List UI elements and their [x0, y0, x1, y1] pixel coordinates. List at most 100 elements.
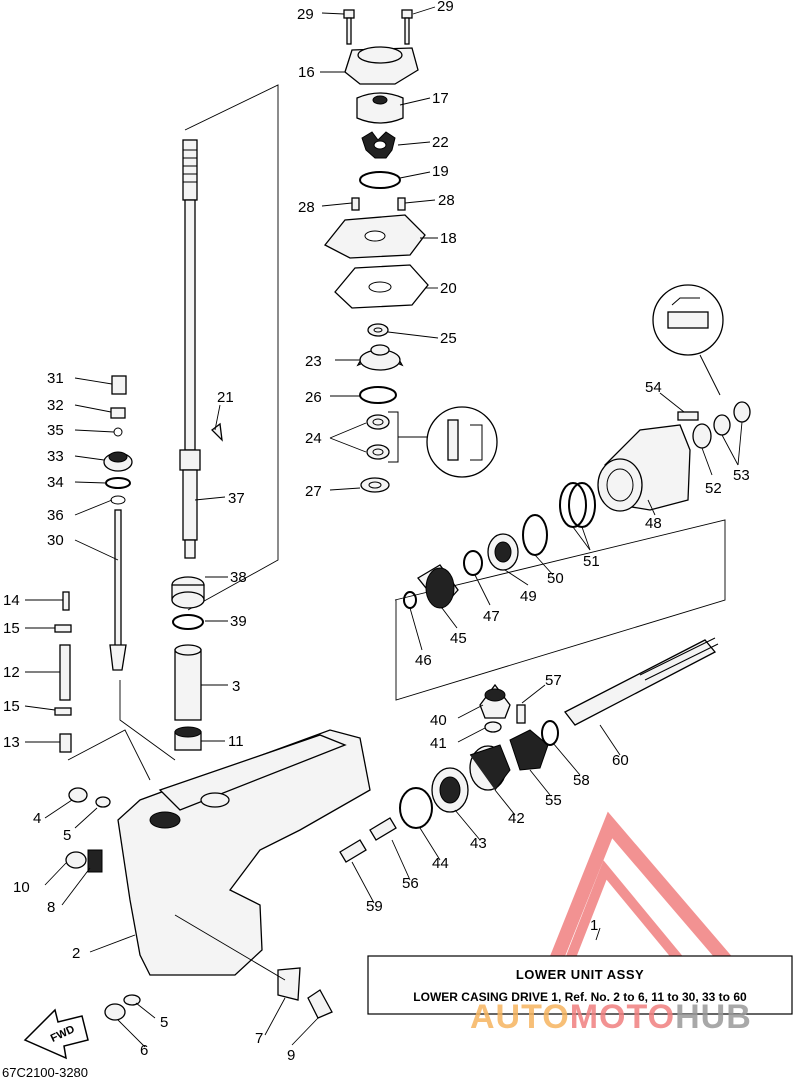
part-27-washer	[360, 477, 390, 493]
part-43-bearing	[431, 767, 469, 813]
part-46-clip	[403, 591, 417, 609]
part-26-o-ring	[359, 386, 397, 404]
label-16: 16	[298, 64, 315, 81]
label-19: 19	[432, 163, 449, 180]
label-5-upper: 5	[63, 827, 71, 844]
label-42: 42	[508, 810, 525, 827]
label-55: 55	[545, 792, 562, 809]
part-7-clip	[277, 967, 301, 1001]
part-drive-shaft	[179, 139, 201, 559]
fwd-arrow-shape	[23, 1008, 89, 1060]
label-54: 54	[645, 379, 662, 396]
part-18-outer-plate	[323, 214, 426, 259]
part-59-plunger	[339, 839, 367, 863]
watermark-brand-auto: AUTO	[470, 998, 570, 1036]
part-21-key	[211, 422, 223, 442]
label-50: 50	[547, 570, 564, 587]
watermark-brand-hub: HUB	[675, 998, 752, 1036]
label-48: 48	[645, 515, 662, 532]
title-box-frame	[367, 955, 793, 1015]
part-42-forward-gear	[469, 744, 511, 791]
label-22: 22	[432, 134, 449, 151]
part-6-plug	[104, 1003, 126, 1021]
assembly-lines	[67, 84, 726, 781]
label-44: 44	[432, 855, 449, 872]
label-28-left: 28	[298, 199, 315, 216]
label-31: 31	[47, 370, 64, 387]
label-33: 33	[47, 448, 64, 465]
part-28-dowel-right	[397, 197, 406, 211]
label-29-right: 29	[437, 0, 454, 15]
label-20: 20	[440, 280, 457, 297]
label-17: 17	[432, 90, 449, 107]
label-47: 47	[483, 608, 500, 625]
label-25: 25	[440, 330, 457, 347]
part-4-bolt	[68, 787, 88, 803]
label-46: 46	[415, 652, 432, 669]
part-14-screw	[62, 591, 70, 611]
label-32: 32	[47, 397, 64, 414]
label-10: 10	[13, 879, 30, 896]
label-51: 51	[583, 553, 600, 570]
title-box-subtitle: LOWER CASING DRIVE 1, Ref. No. 2 to 6, 1…	[413, 990, 747, 1004]
seal-detail-callout-upper	[652, 284, 724, 396]
label-8: 8	[47, 899, 55, 916]
label-28-right: 28	[438, 192, 455, 209]
label-57: 57	[545, 672, 562, 689]
fwd-arrow: FWD	[23, 1008, 89, 1060]
part-15-clip-lower	[54, 707, 72, 716]
part-33-bushing	[103, 451, 133, 472]
part-30-shift-rod	[109, 509, 127, 671]
label-15-lower: 15	[3, 698, 20, 715]
label-36: 36	[47, 507, 64, 524]
label-6: 6	[140, 1042, 148, 1059]
part-29-bolt-left	[343, 9, 355, 45]
part-5-washer-upper	[95, 796, 111, 808]
label-4: 4	[33, 810, 41, 827]
part-36-washer	[110, 495, 126, 505]
label-58: 58	[573, 772, 590, 789]
part-55-clutch	[509, 729, 549, 771]
part-45-pinion-gear	[417, 564, 459, 610]
label-29-left: 29	[297, 6, 314, 23]
label-35: 35	[47, 422, 64, 439]
part-60-propeller-shaft	[564, 637, 719, 726]
part-3-sleeve	[174, 644, 202, 721]
label-37: 37	[228, 490, 245, 507]
part-23-oil-seal-housing	[356, 344, 404, 371]
label-23: 23	[305, 353, 322, 370]
label-3: 3	[232, 678, 240, 695]
part-39-ring	[172, 614, 204, 630]
part-48-housing	[597, 424, 691, 512]
seal-detail-callout	[388, 406, 498, 478]
part-38-bearing	[171, 576, 205, 609]
part-labels: 29 29 16 17 22 19 28 28 18 20 25 23 26 2…	[3, 0, 750, 1064]
label-59: 59	[366, 898, 383, 915]
leader-lines	[24, 6, 743, 1048]
part-9-screw	[307, 989, 333, 1019]
label-26: 26	[305, 389, 322, 406]
label-49: 49	[520, 588, 537, 605]
part-58-ring	[541, 720, 559, 746]
label-41: 41	[430, 735, 447, 752]
part-57-pin	[516, 704, 526, 724]
watermark-brand-moto: MOTO	[570, 998, 675, 1036]
part-10-plug	[65, 851, 87, 869]
label-1: 1	[590, 917, 598, 934]
part-34-o-ring	[105, 477, 131, 489]
part-35-ring	[113, 427, 123, 437]
label-45: 45	[450, 630, 467, 647]
part-47-shim	[463, 550, 483, 576]
part-5-washer-lower	[123, 994, 141, 1006]
label-43: 43	[470, 835, 487, 852]
label-2: 2	[72, 945, 80, 962]
part-17-insert-cartridge	[356, 92, 404, 124]
label-15-upper: 15	[3, 620, 20, 637]
label-24: 24	[305, 430, 322, 447]
label-7: 7	[255, 1030, 263, 1047]
label-12: 12	[3, 664, 20, 681]
drawing-code: 67C2100-3280	[2, 1065, 88, 1080]
part-51-shims	[559, 482, 596, 528]
part-16-pump-housing	[344, 46, 419, 85]
